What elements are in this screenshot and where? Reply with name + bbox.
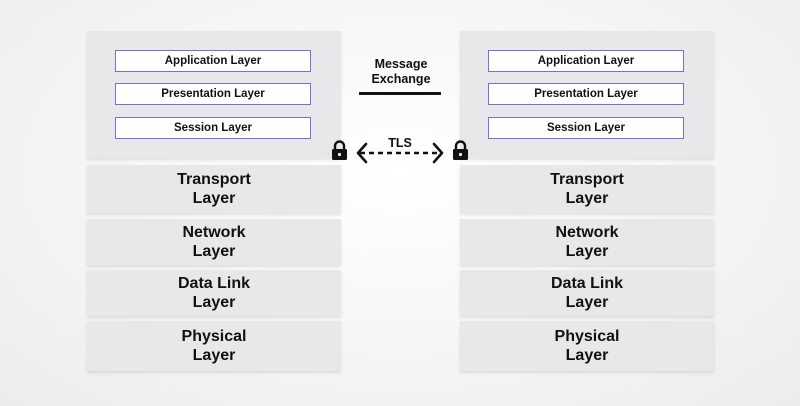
left-network-layer: Network Layer [87,219,341,265]
tls-double-arrow-icon [356,142,444,164]
right-application-layer: Application Layer [488,50,684,72]
left-data-link-layer: Data Link Layer [87,270,341,316]
right-protocol-stack: Application Layer Presentation Layer Ses… [460,31,714,371]
tls-label: TLS [388,136,412,150]
message-exchange-line [359,92,441,95]
left-data-link-layer-label: Data Link Layer [177,275,250,311]
right-physical-layer: Physical Layer [460,321,714,371]
left-upper-block: Application Layer Presentation Layer Ses… [87,31,341,158]
right-network-layer-label: Network Layer [555,224,619,260]
right-upper-block: Application Layer Presentation Layer Ses… [460,31,714,158]
left-physical-layer-label: Physical Layer [181,328,247,364]
left-transport-layer-label: Transport Layer [177,171,251,207]
left-transport-layer: Transport Layer [87,165,341,213]
left-session-layer: Session Layer [115,117,311,139]
lock-icon [453,140,468,160]
left-physical-layer: Physical Layer [87,321,341,371]
lock-icon [332,140,347,160]
left-protocol-stack: Application Layer Presentation Layer Ses… [87,31,341,371]
left-application-layer: Application Layer [115,50,311,72]
right-data-link-layer: Data Link Layer [460,270,714,316]
message-exchange-label: Message Exchange [371,57,431,86]
right-session-layer: Session Layer [488,117,684,139]
right-transport-layer-label: Transport Layer [550,171,624,207]
right-transport-layer: Transport Layer [460,165,714,213]
left-network-layer-label: Network Layer [182,224,246,260]
right-data-link-layer-label: Data Link Layer [550,275,623,311]
right-physical-layer-label: Physical Layer [554,328,620,364]
left-presentation-layer: Presentation Layer [115,83,311,105]
right-presentation-layer: Presentation Layer [488,83,684,105]
right-network-layer: Network Layer [460,219,714,265]
